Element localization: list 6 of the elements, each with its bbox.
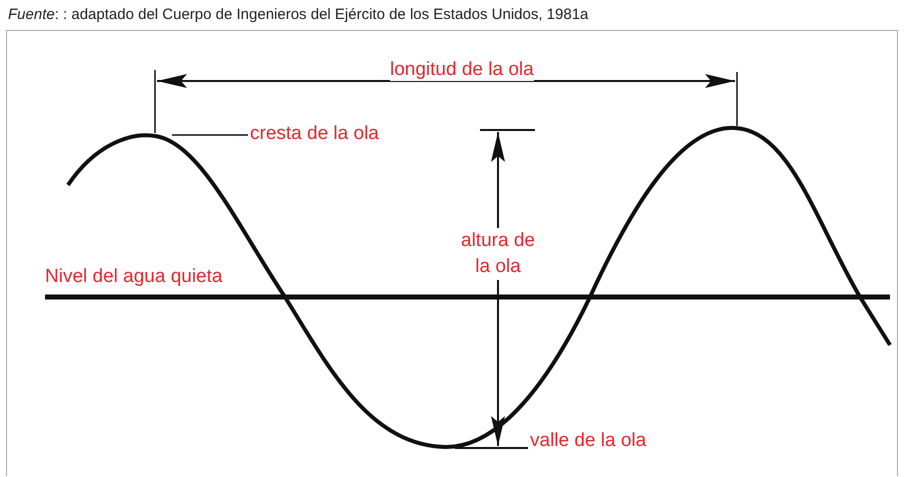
leader-line [172,134,248,136]
dimension-label: altura de la ola [459,228,537,280]
dimension-label: longitud de la ola [390,59,534,81]
source-caption: Fuente: : adaptado del Cuerpo de Ingenieros del Ejército de los Estados Unidos, 1981a [8,6,588,23]
leader-line [455,447,528,449]
water-level-label: Nivel del agua quieta [45,266,222,288]
